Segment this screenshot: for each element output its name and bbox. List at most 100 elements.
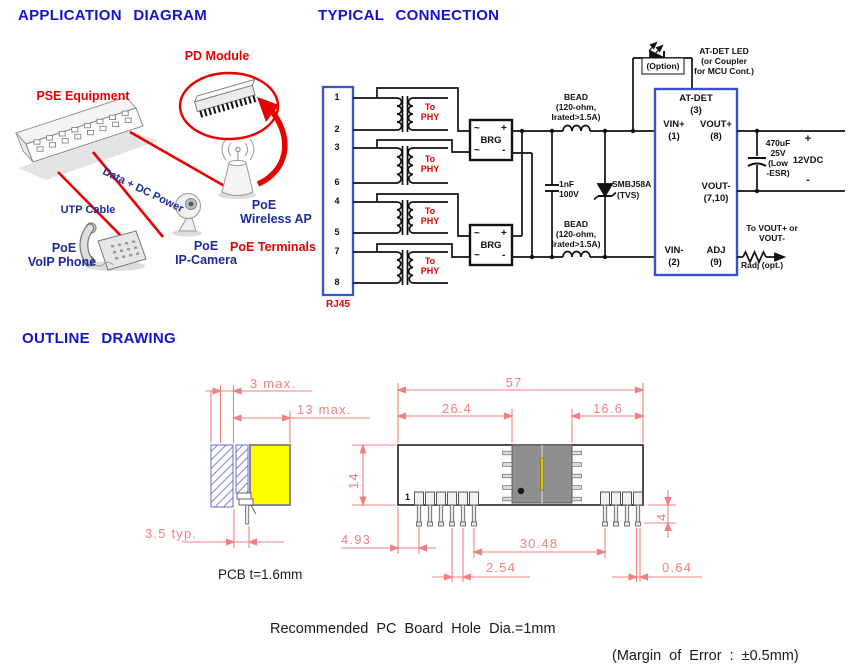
atdet-vout-plus: VOUT+ — [700, 119, 732, 130]
brg1-tilde-bot: ~ — [474, 145, 480, 156]
bridge-rectifier-2 — [468, 223, 514, 267]
to-phy-3a: To — [424, 206, 436, 216]
margin-of-error-note: (Margin of Error : ±0.5mm) — [612, 648, 799, 664]
bead-bot-l1: BEAD — [563, 219, 589, 229]
transformer-4 — [376, 243, 470, 285]
brg2-tilde-top: ~ — [474, 228, 480, 239]
transformer-2 — [376, 139, 470, 185]
ip-camera-label-1: PoE — [193, 239, 219, 253]
input-capacitor — [545, 131, 559, 257]
dimension-lines — [182, 383, 702, 582]
wireless-ap-illustration — [218, 138, 256, 199]
radj-resistor — [742, 249, 767, 265]
pd-module-arrow — [256, 97, 288, 187]
to-phy-4a: To — [424, 256, 436, 266]
schematic — [321, 41, 845, 297]
output-voltage: 12VDC — [792, 155, 824, 166]
brg2-minus: - — [502, 250, 506, 261]
atdet-module-box — [653, 87, 739, 277]
brg1-minus: - — [502, 145, 506, 156]
wireless-ap-label-2: Wireless AP — [240, 212, 312, 226]
dim-064: 0.64 — [662, 560, 693, 575]
pin-legs — [416, 504, 641, 527]
bead-top-l3: Irated>1.5A) — [551, 112, 601, 122]
outline-section-title: OUTLINE DRAWING — [22, 330, 176, 347]
rj45-pin-7: 7 — [334, 246, 340, 256]
brg1-tilde-top: ~ — [474, 123, 480, 134]
dc-rails — [512, 124, 655, 258]
cap-input-l2: 100V — [559, 189, 579, 199]
pd-module-pins — [199, 95, 257, 118]
output-plus: + — [804, 133, 812, 145]
bridge-rectifier-1 — [468, 118, 514, 162]
outline-side-view — [210, 444, 291, 525]
pin1-dot — [517, 487, 525, 495]
output-wires — [737, 130, 845, 265]
connection-section-title: TYPICAL CONNECTION — [318, 7, 500, 24]
cap-output-l4: -ESR) — [766, 168, 790, 178]
atdet-adj: ADJ — [706, 245, 726, 256]
tvs-label-l1: SMBJ58A — [612, 179, 652, 189]
phone-keypad — [111, 240, 140, 260]
poe-terminals-label: PoE Terminals — [230, 240, 316, 254]
bead-bot-l2: (120-ohm, — [555, 229, 597, 239]
dim-3max: 3 max. — [250, 376, 297, 391]
atdet-vin-minus: VIN- — [664, 245, 684, 256]
adj-note-l1: To VOUT+ or — [746, 223, 798, 233]
dim-254: 2.54 — [486, 560, 517, 575]
led-note-l1: AT-DET LED — [699, 46, 749, 56]
rj45-pin-2: 2 — [334, 124, 340, 134]
wireless-ap-label-1: PoE — [251, 198, 277, 212]
application-section-title: APPLICATION DIAGRAM — [18, 7, 208, 24]
atdet-vin-plus-pin: (1) — [668, 131, 680, 142]
to-phy-4b: PHY — [420, 266, 440, 276]
dim-14: 14 — [346, 472, 361, 489]
led-note-l2: (or Coupler — [701, 56, 747, 66]
atdet-title: AT-DET — [679, 93, 713, 104]
dim-166: 16.6 — [592, 401, 624, 416]
option-box — [641, 57, 685, 75]
pin1-number: 1 — [405, 492, 411, 502]
to-phy-1b: PHY — [420, 112, 440, 122]
rj45-pin-stubs — [353, 97, 397, 284]
to-phy-2a: To — [424, 154, 436, 164]
ip-camera-label-2: IP-Camera — [175, 253, 237, 267]
output-minus: - — [806, 174, 810, 186]
pse-switch-illustration — [15, 96, 158, 180]
option-label: (Option) — [646, 61, 680, 71]
cap-output-l3: (Low — [768, 158, 788, 168]
pd-module-label: PD Module — [184, 49, 250, 63]
bead-inductor-top — [562, 124, 591, 132]
atdet-adj-pin: (9) — [710, 257, 722, 268]
adj-note-l2: VOUT- — [759, 233, 785, 243]
led-branch — [632, 41, 693, 131]
dim-264: 26.4 — [441, 401, 473, 416]
rj45-pin-6: 6 — [334, 177, 340, 187]
rj45-label: RJ45 — [326, 299, 350, 310]
brg1-label: BRG — [480, 135, 502, 146]
dim-13max: 13 max. — [297, 402, 352, 417]
dim-4: 4 — [654, 512, 669, 521]
utp-cables — [57, 130, 229, 244]
dim-3048: 30.48 — [519, 536, 559, 551]
pd-module-callout — [178, 71, 280, 141]
rj45-pin-4: 4 — [334, 196, 340, 206]
to-phy-2b: PHY — [420, 164, 440, 174]
radj-label: Radj (opt.) — [741, 260, 784, 270]
cap-output-l1: 470uF — [765, 138, 791, 148]
dim-57: 57 — [505, 375, 523, 390]
voip-phone-label-2: VoIP Phone — [27, 255, 97, 269]
brg2-plus: + — [501, 228, 507, 239]
led-note-l3: for MCU Cont.) — [694, 66, 754, 76]
transformer-1 — [376, 87, 470, 132]
atdet-vout-minus-pin: (7,10) — [703, 193, 729, 204]
atdet-vin-minus-pin: (2) — [668, 257, 680, 268]
dim-35typ: 3.5 typ. — [145, 526, 198, 541]
rj45-pin-3: 3 — [334, 142, 340, 152]
polarized-cap-plate — [747, 162, 767, 167]
rj45-pin-8: 8 — [334, 277, 340, 287]
transformer-block-stubs — [502, 450, 582, 502]
switch-ports — [33, 110, 132, 152]
bead-top-l1: BEAD — [563, 92, 589, 102]
